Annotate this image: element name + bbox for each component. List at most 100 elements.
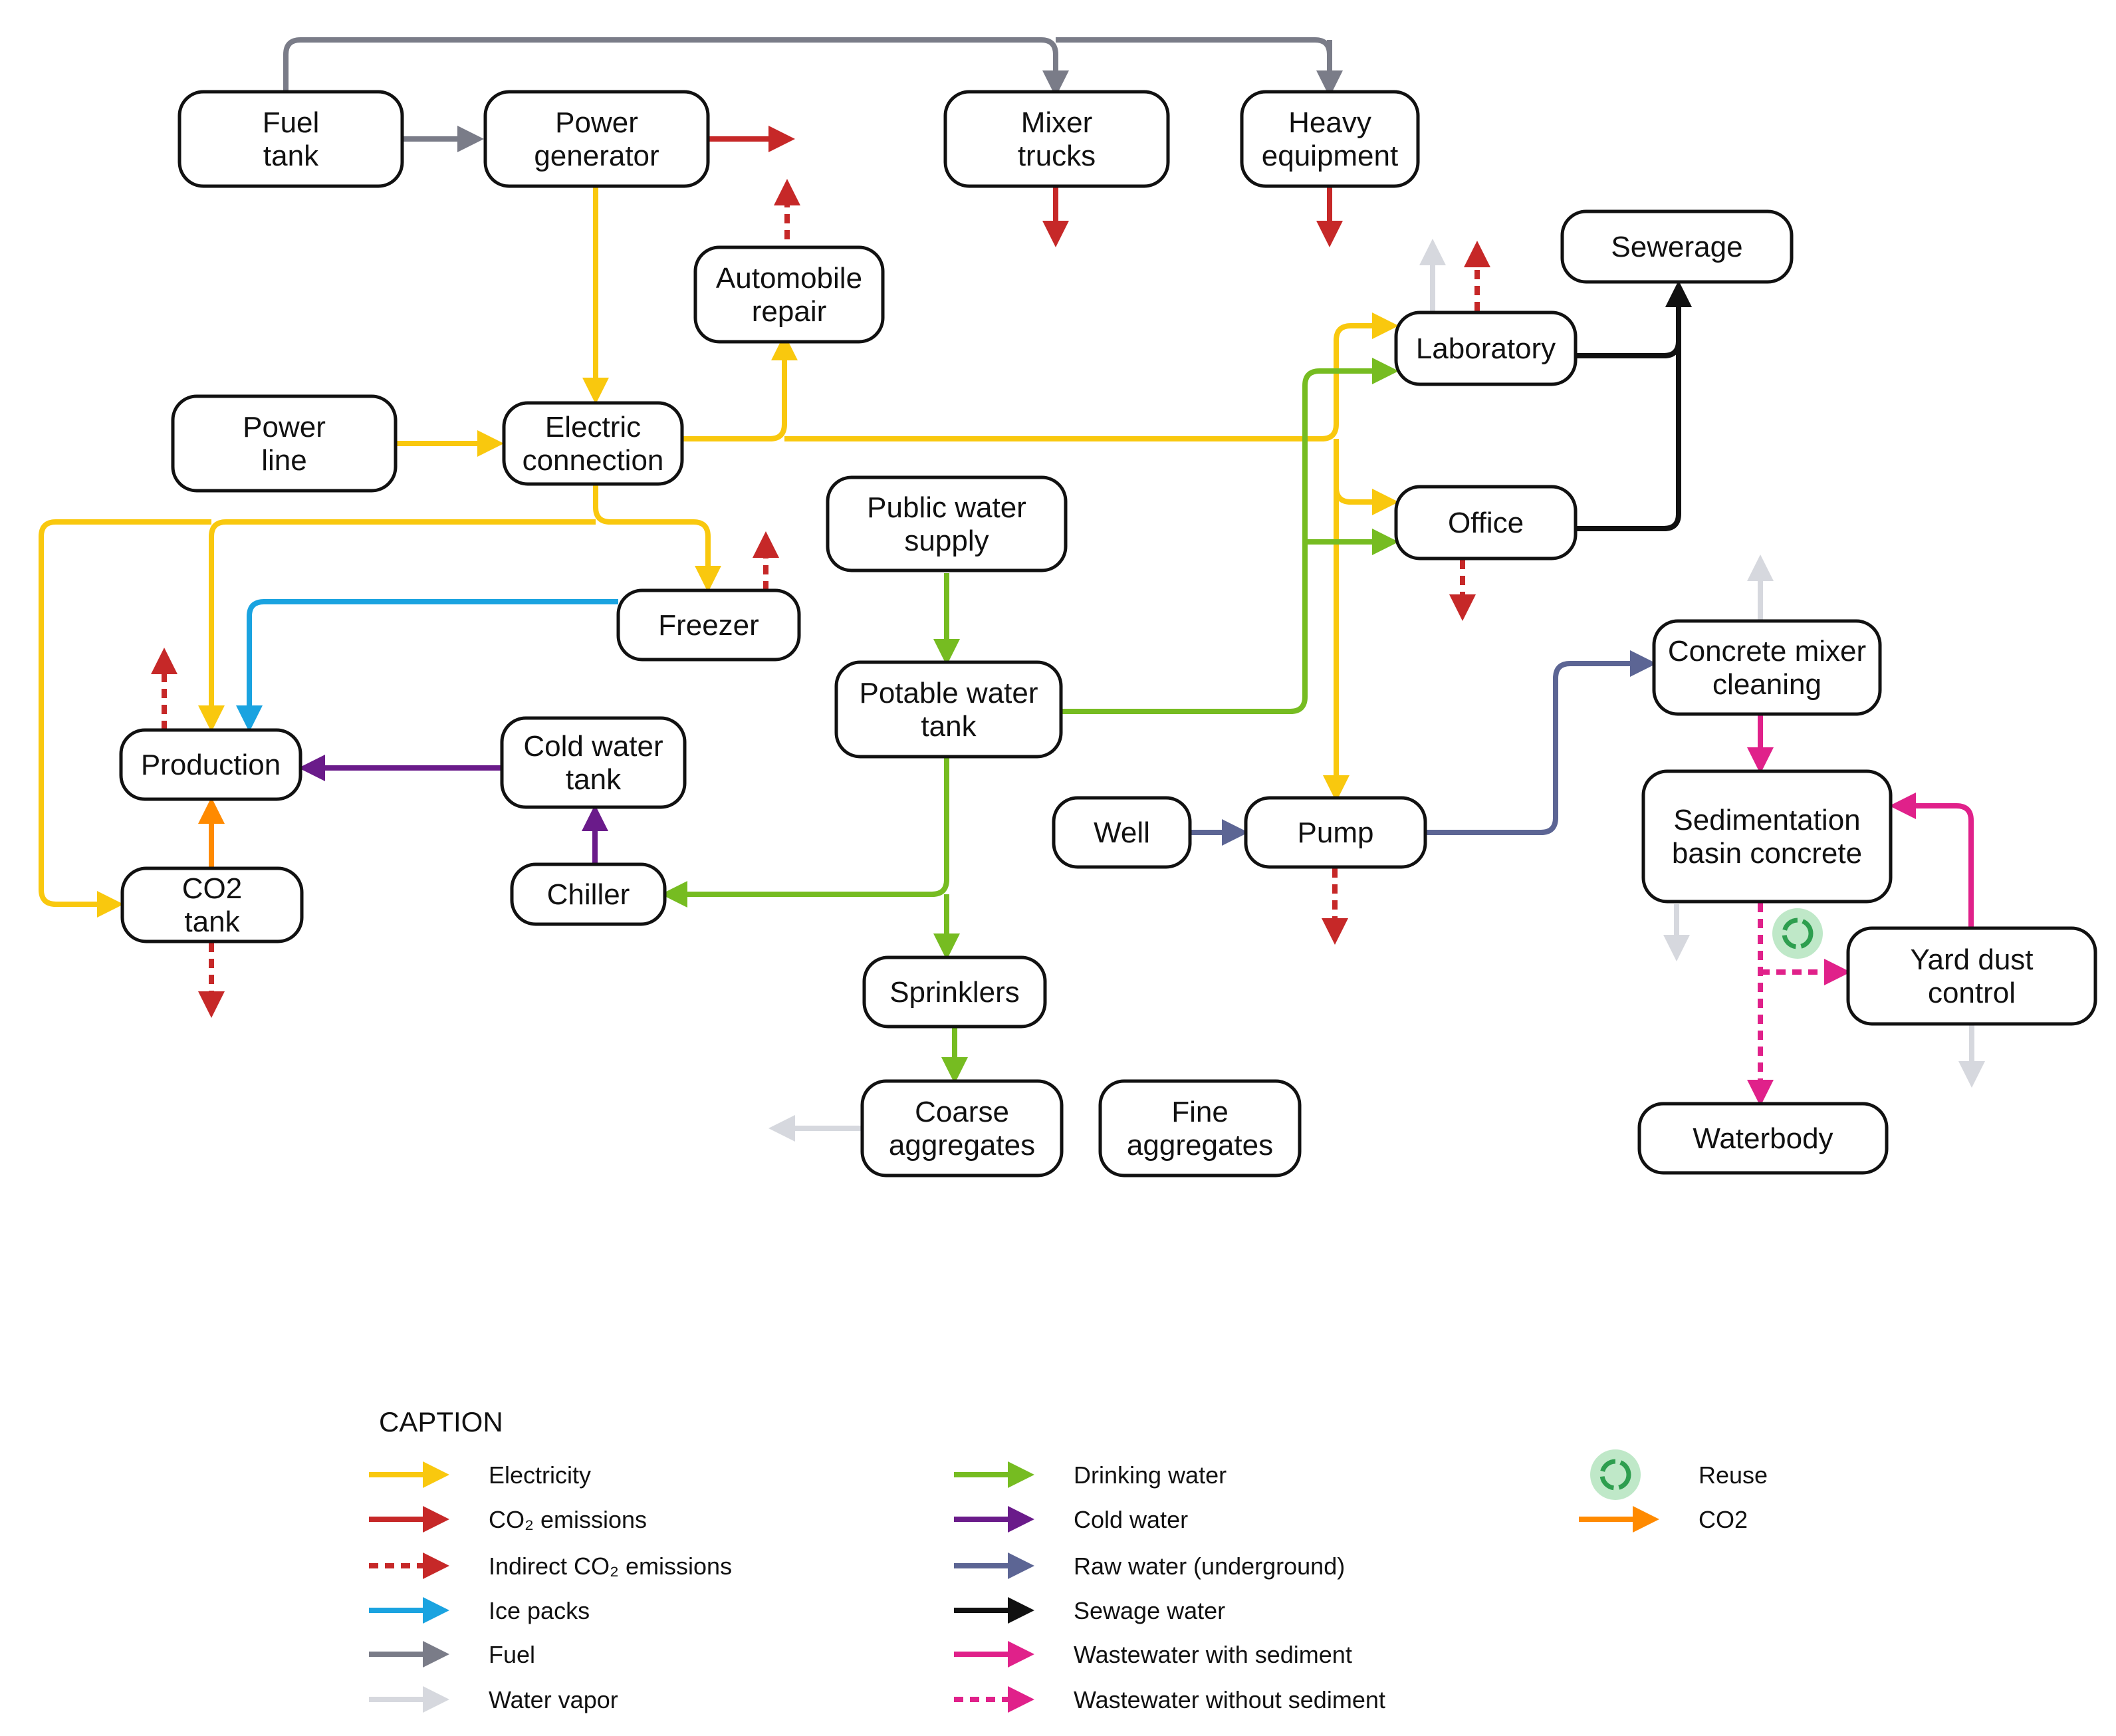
legend-item-ice-packs: Ice packs <box>369 1597 590 1624</box>
node-sewerage: Sewerage <box>1560 209 1794 284</box>
legend-label: Wastewater without sediment <box>1074 1686 1385 1713</box>
recycle-icon <box>1590 1449 1641 1500</box>
node-label: repair <box>752 295 827 328</box>
node-label: Power <box>555 106 638 139</box>
node-label: aggregates <box>1127 1129 1273 1162</box>
legend-item-water-vapor: Water vapor <box>369 1686 618 1713</box>
ice-packs-edge <box>236 599 618 732</box>
legend-label: Fuel <box>489 1641 535 1668</box>
node-freezer: Freezer <box>616 588 801 662</box>
node-pump: Pump <box>1244 796 1427 869</box>
node-label: generator <box>534 140 659 172</box>
node-label: Heavy <box>1288 106 1371 139</box>
electricity-edge <box>683 334 798 441</box>
legend-label: Raw water (underground) <box>1074 1552 1345 1580</box>
node-label: tank <box>263 140 319 172</box>
node-chiller: Chiller <box>510 862 667 926</box>
legend-title: CAPTION <box>379 1406 503 1437</box>
node-label: Waterbody <box>1693 1122 1833 1155</box>
node-office: Office <box>1394 485 1578 560</box>
legend-label: Indirect CO₂ emissions <box>489 1552 732 1580</box>
legend-item-fuel: Fuel <box>369 1641 535 1668</box>
sewage-edge <box>1576 281 1692 358</box>
node-label: trucks <box>1018 140 1096 172</box>
electricity-edge <box>198 519 596 732</box>
node-label: aggregates <box>889 1129 1035 1162</box>
legend-item-wastewater-sediment: Wastewater with sediment <box>954 1641 1352 1668</box>
legend-item-co2: CO2 <box>1579 1506 1748 1533</box>
node-label: Sprinklers <box>889 976 1020 1009</box>
legend-label: Cold water <box>1074 1506 1188 1533</box>
drinking-water-edge <box>661 758 949 908</box>
legend-item-electricity: Electricity <box>369 1461 591 1489</box>
node-label: Production <box>141 749 281 781</box>
node-label: control <box>1928 977 2016 1009</box>
legend-item-co2-emissions: CO₂ emissions <box>369 1506 647 1533</box>
legend-item-wastewater-no-sediment: Wastewater without sediment <box>954 1686 1385 1713</box>
node-label: Cold water <box>523 730 663 763</box>
legend-item-reuse: Reuse <box>1590 1449 1768 1500</box>
electricity-edge <box>593 484 721 592</box>
node-label: tank <box>184 906 240 938</box>
node-label: Fuel <box>263 106 320 139</box>
legend-item-indirect-co2: Indirect CO₂ emissions <box>369 1552 732 1580</box>
node-sprinklers: Sprinklers <box>862 955 1047 1029</box>
node-well: Well <box>1052 796 1192 869</box>
legend-label: CO2 <box>1699 1506 1748 1533</box>
node-label: Sedimentation <box>1673 804 1860 836</box>
node-label: equipment <box>1262 140 1398 172</box>
node-label: Coarse <box>915 1096 1009 1128</box>
node-label: Public water <box>867 491 1026 524</box>
legend-label: Drinking water <box>1074 1461 1227 1489</box>
recycle-icon <box>1772 908 1823 959</box>
node-production: Production <box>119 728 302 801</box>
legend-label: Wastewater with sediment <box>1074 1641 1352 1668</box>
node-label: Chiller <box>547 878 630 911</box>
node-label: tank <box>566 763 622 796</box>
node-label: basin concrete <box>1672 837 1862 870</box>
node-label: Concrete mixer <box>1668 635 1866 668</box>
node-label: Mixer <box>1021 106 1093 139</box>
node-label: supply <box>904 525 989 557</box>
wastewater-sediment-edge <box>1889 793 1974 928</box>
node-label: Fine <box>1171 1096 1229 1128</box>
node-label: Well <box>1094 816 1150 849</box>
node-waterbody: Waterbody <box>1637 1102 1889 1175</box>
legend-label: Electricity <box>489 1461 591 1489</box>
node-label: connection <box>523 444 664 477</box>
node-label: Freezer <box>658 609 759 642</box>
legend-label: Sewage water <box>1074 1597 1225 1624</box>
node-label: Sewerage <box>1611 231 1742 263</box>
node-label: Electric <box>545 411 641 443</box>
node-label: cleaning <box>1712 668 1822 701</box>
node-label: Potable water <box>859 677 1038 709</box>
legend-item-raw-water: Raw water (underground) <box>954 1552 1345 1580</box>
legend-label: Ice packs <box>489 1597 590 1624</box>
legend-item-drinking-water: Drinking water <box>954 1461 1227 1489</box>
flow-edges <box>39 37 1985 1142</box>
legend-label: CO₂ emissions <box>489 1506 647 1533</box>
node-laboratory: Laboratory <box>1394 310 1578 386</box>
sewage-edge <box>1576 281 1692 531</box>
legend-label: Water vapor <box>489 1686 618 1713</box>
legend-label: Reuse <box>1699 1461 1768 1489</box>
node-label: Pump <box>1298 816 1374 849</box>
raw-water-edge <box>1426 650 1657 835</box>
node-label: Power <box>243 411 326 443</box>
electricity-edge <box>39 519 211 918</box>
